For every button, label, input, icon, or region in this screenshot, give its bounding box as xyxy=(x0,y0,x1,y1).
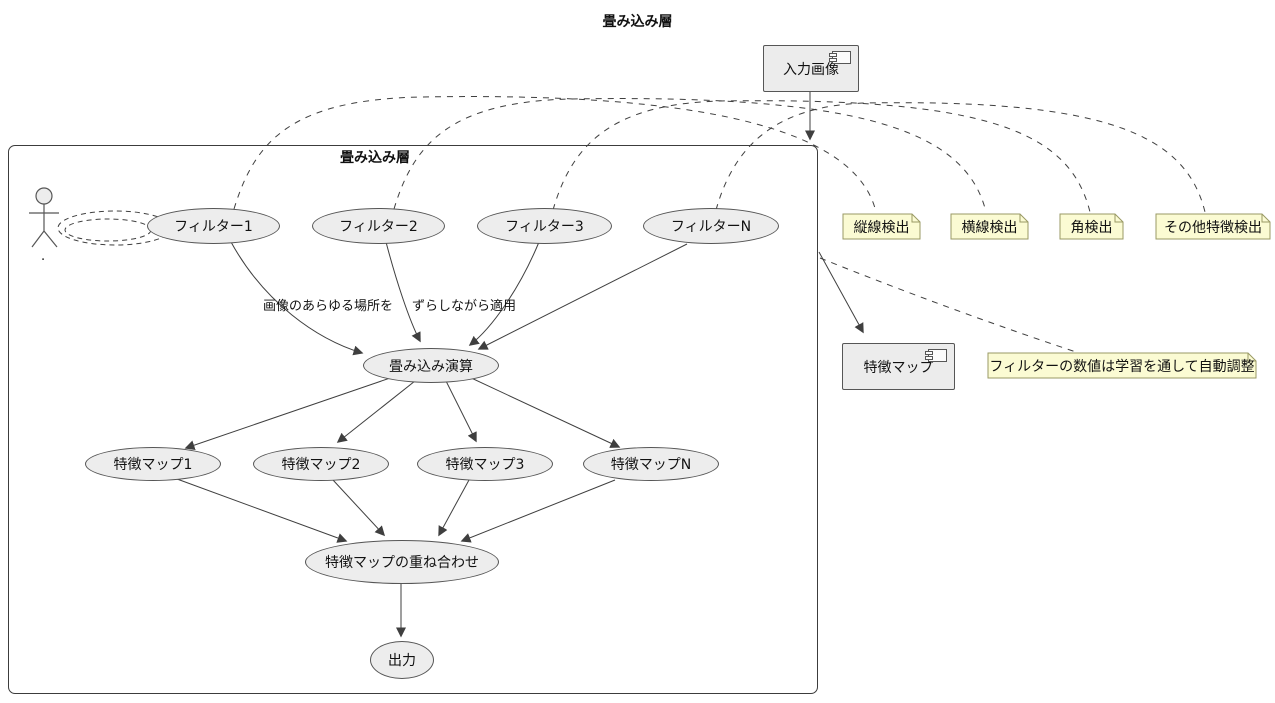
node-filter-n: フィルターN xyxy=(643,208,779,244)
node-feature-map-1: 特徴マップ1 xyxy=(85,447,221,481)
note-vertical-line-detection: 縦線検出 xyxy=(853,219,910,236)
node-input-image-label: 入力画像 xyxy=(783,61,839,78)
note-other-feature-detection: その他特徴検出 xyxy=(1164,219,1262,236)
node-feature-map-n-label: 特徴マップN xyxy=(610,457,692,473)
node-feature-map-3: 特徴マップ3 xyxy=(417,447,553,481)
component-icon xyxy=(925,349,947,362)
node-filter-2-label: フィルター2 xyxy=(339,219,418,235)
node-output: 出力 xyxy=(370,641,434,679)
edge-label-apply-shifting: ずらしながら適用 xyxy=(412,299,517,314)
container-title: 畳み込み層 xyxy=(340,150,410,166)
component-icon xyxy=(829,51,851,64)
node-feature-map-2-label: 特徴マップ2 xyxy=(281,457,361,473)
note-learning-adjustment: フィルターの数値は学習を通して自動調整 xyxy=(989,358,1255,375)
node-feature-map-component: 特徴マップ xyxy=(842,343,955,390)
edge-container-to-feature-map xyxy=(818,251,864,334)
node-convolution-label: 畳み込み演算 xyxy=(389,358,473,375)
node-feature-map-n: 特徴マップN xyxy=(583,447,719,481)
node-convolution: 畳み込み演算 xyxy=(363,348,499,383)
node-feature-map-component-label: 特徴マップ xyxy=(863,359,934,376)
edge-label-apply-everywhere: 画像のあらゆる場所を xyxy=(263,299,394,314)
node-filter-3-label: フィルター3 xyxy=(505,219,584,235)
node-filter-1: フィルター1 xyxy=(147,208,280,244)
container-convolution-layer xyxy=(8,145,818,694)
node-feature-map-1-label: 特徴マップ1 xyxy=(113,457,193,473)
node-filter-3: フィルター3 xyxy=(477,208,612,244)
link-container-to-note-learning xyxy=(819,257,1077,353)
node-merge: 特徴マップの重ね合わせ xyxy=(305,540,499,584)
node-filter-2: フィルター2 xyxy=(312,208,445,244)
node-filter-1-label: フィルター1 xyxy=(174,219,253,235)
node-feature-map-3-label: 特徴マップ3 xyxy=(445,457,525,473)
node-output-label: 出力 xyxy=(388,653,416,669)
note-corner-detection: 角検出 xyxy=(1070,219,1113,236)
diagram-title: 畳み込み層 xyxy=(602,14,673,30)
node-filter-n-label: フィルターN xyxy=(670,219,752,235)
actor-label: . xyxy=(41,249,46,264)
note-horizontal-line-detection: 横線検出 xyxy=(961,219,1018,236)
node-input-image: 入力画像 xyxy=(763,45,859,92)
node-merge-label: 特徴マップの重ね合わせ xyxy=(325,555,479,571)
node-feature-map-2: 特徴マップ2 xyxy=(253,447,389,481)
